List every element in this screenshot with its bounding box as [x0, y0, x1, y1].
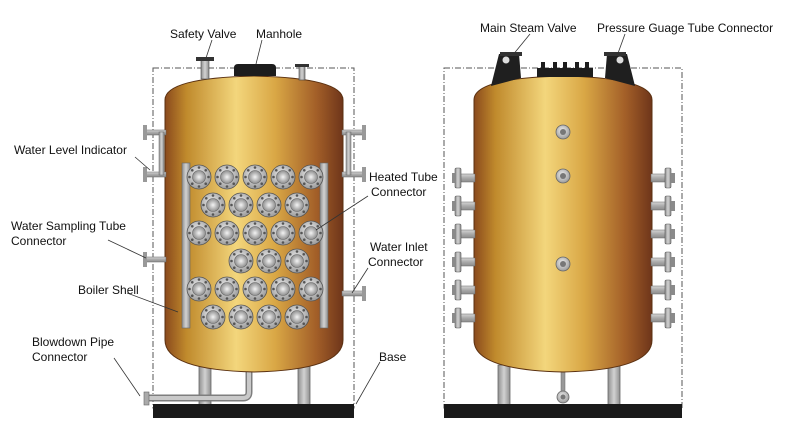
tube-flange — [242, 164, 268, 190]
right-boiler — [443, 52, 683, 418]
right-base — [444, 404, 682, 418]
side-nozzle — [452, 195, 476, 217]
side-nozzle — [452, 251, 476, 273]
tube-flange — [186, 164, 212, 190]
side-nozzle — [452, 307, 476, 329]
tube-flange — [256, 304, 282, 330]
label-boiler-shell: Boiler Shell — [78, 283, 139, 297]
side-nozzle — [650, 167, 675, 189]
side-nozzle — [650, 307, 675, 329]
label-heated-tube-2: Connector — [371, 185, 427, 199]
label-water-level-indicator: Water Level Indicator — [14, 143, 127, 157]
water-sampling-tube — [143, 252, 167, 267]
tube-flange — [298, 164, 324, 190]
tube-flange — [214, 164, 240, 190]
label-safety-valve: Safety Valve — [170, 27, 237, 41]
top-manifold — [537, 62, 593, 77]
label-base: Base — [379, 350, 407, 364]
label-manhole: Manhole — [256, 27, 303, 41]
tube-flange — [284, 192, 310, 218]
side-nozzle — [452, 279, 476, 301]
safety-valve — [200, 58, 210, 80]
side-nozzle — [452, 223, 476, 245]
tube-flange — [242, 220, 268, 246]
side-nozzle — [452, 167, 476, 189]
label-water-inlet-2: Connector — [368, 255, 424, 269]
tube-flange — [200, 192, 226, 218]
label-heated-tube-1: Heated Tube — [369, 170, 438, 184]
tube-flange — [228, 248, 254, 274]
tube-flange — [186, 220, 212, 246]
side-tube-nozzles — [452, 167, 675, 329]
tube-flange — [256, 192, 282, 218]
right-leg-2 — [607, 364, 621, 406]
right-boiler-shell — [473, 75, 653, 373]
tube-flange — [228, 192, 254, 218]
pressure-gauge-connector — [604, 52, 635, 86]
tube-flange — [270, 220, 296, 246]
side-nozzle — [650, 223, 675, 245]
right-level-indicator — [341, 125, 366, 182]
tube-flange — [284, 304, 310, 330]
label-pressure-gauge: Pressure Guage Tube Connector — [597, 21, 774, 35]
tube-flange — [214, 220, 240, 246]
center-nozzles — [555, 124, 571, 272]
tube-flange — [298, 220, 324, 246]
tube-sheet-bar-left — [181, 162, 191, 329]
left-leg-2 — [297, 364, 311, 406]
water-level-indicator — [143, 125, 167, 182]
tube-flange — [256, 248, 282, 274]
tube-flange — [228, 304, 254, 330]
tube-flange — [214, 276, 240, 302]
side-nozzle — [650, 251, 675, 273]
heated-tube-connectors — [186, 164, 324, 330]
label-water-sampling-1: Water Sampling Tube — [11, 219, 126, 233]
right-leg-1 — [497, 364, 511, 406]
tube-flange — [298, 276, 324, 302]
tube-flange — [200, 304, 226, 330]
side-nozzle — [650, 195, 675, 217]
left-boiler — [143, 57, 366, 418]
main-steam-valve — [491, 52, 522, 86]
leader-lines — [107, 33, 626, 405]
label-water-sampling-2: Connector — [11, 234, 67, 248]
label-water-inlet-1: Water Inlet — [370, 240, 428, 254]
tube-flange — [270, 164, 296, 190]
label-blowdown-2: Connector — [32, 350, 88, 364]
tube-flange — [284, 248, 310, 274]
label-main-steam-valve: Main Steam Valve — [480, 21, 577, 35]
label-blowdown-1: Blowdown Pipe — [32, 335, 115, 349]
side-nozzle — [650, 279, 675, 301]
manhole — [234, 64, 276, 76]
left-base — [153, 404, 354, 418]
tube-flange — [186, 276, 212, 302]
tube-flange — [242, 276, 268, 302]
tube-flange — [270, 276, 296, 302]
tube-sheet-bar-right — [319, 162, 329, 329]
